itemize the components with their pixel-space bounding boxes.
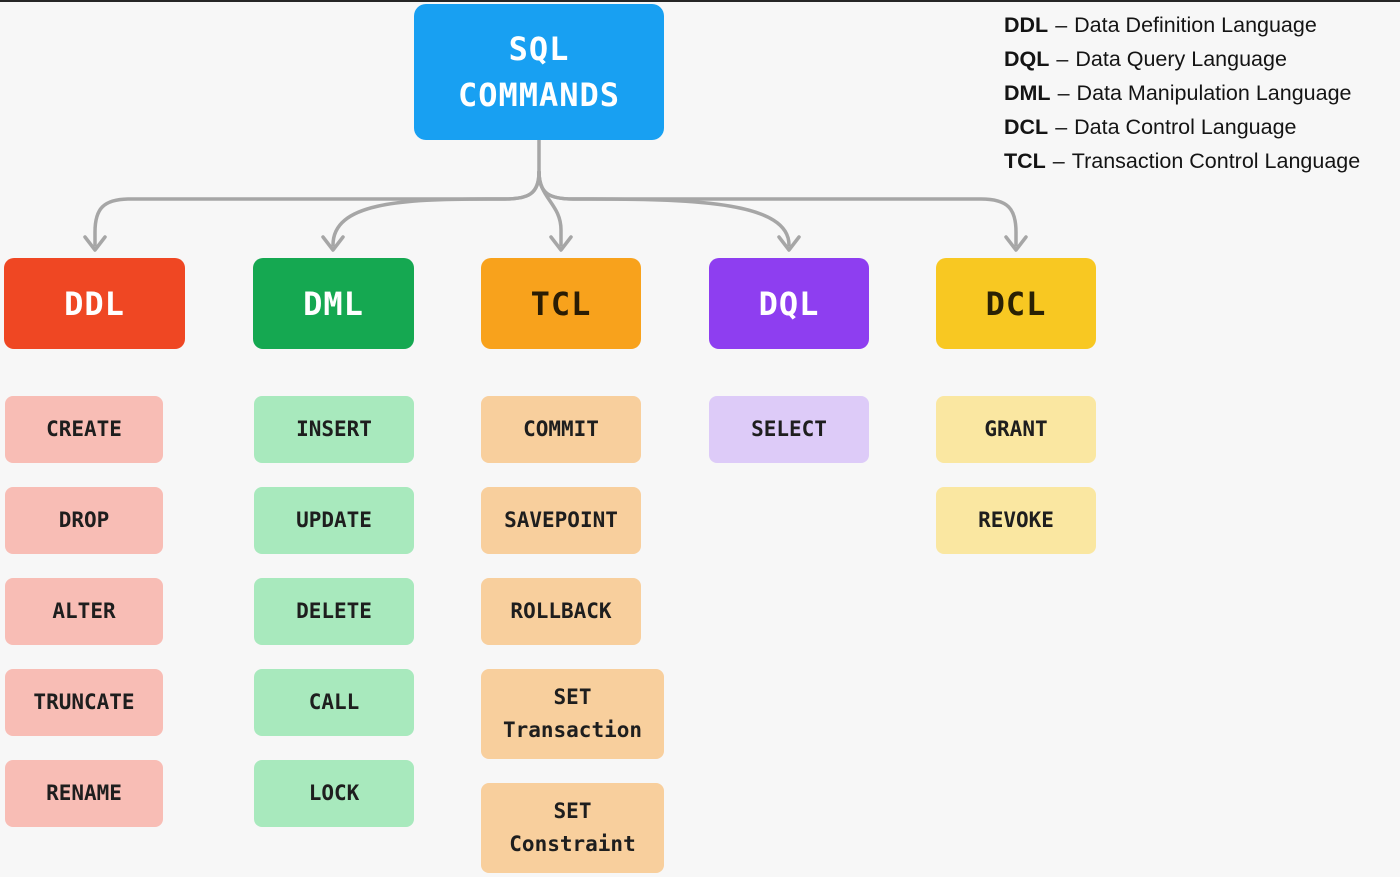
arrowhead-dcl <box>1004 235 1028 252</box>
legend-abbr: TCL <box>1004 149 1046 173</box>
legend-dash: – <box>1056 47 1069 71</box>
legend-abbr: DQL <box>1004 47 1050 71</box>
arrowhead-dql <box>777 235 801 252</box>
root-title-line1: SQL <box>508 30 570 68</box>
legend-abbr: DML <box>1004 81 1051 105</box>
connector-to-dql <box>537 170 791 247</box>
category-node-ddl: DDL <box>4 258 185 349</box>
category-node-dml: DML <box>253 258 414 349</box>
command-node-set-constraint: SET Constraint <box>481 783 664 873</box>
arrowhead-ddl <box>83 235 107 252</box>
connector-to-tcl <box>537 170 563 247</box>
connector-to-dml <box>331 170 541 247</box>
category-node-dcl: DCL <box>936 258 1096 349</box>
command-node-delete: DELETE <box>254 578 414 645</box>
legend-item-tcl: TCL–Transaction Control Language <box>1004 144 1360 178</box>
category-node-dql: DQL <box>709 258 869 349</box>
legend-dash: – <box>1057 81 1070 105</box>
arrowhead-tcl <box>549 235 573 252</box>
command-node-drop: DROP <box>5 487 163 554</box>
root-title-line2: COMMANDS <box>457 76 621 114</box>
legend-dash: – <box>1052 149 1065 173</box>
legend-name: Data Query Language <box>1075 47 1287 71</box>
sql-commands-root-node: SQL COMMANDS <box>414 4 664 140</box>
legend-abbr: DDL <box>1004 13 1049 37</box>
command-node-lock: LOCK <box>254 760 414 827</box>
command-node-grant: GRANT <box>936 396 1096 463</box>
legend-name: Data Manipulation Language <box>1076 81 1352 105</box>
command-node-call: CALL <box>254 669 414 736</box>
command-node-update: UPDATE <box>254 487 414 554</box>
legend-name: Data Definition Language <box>1074 13 1317 37</box>
legend-name: Data Control Language <box>1074 115 1297 139</box>
category-node-tcl: TCL <box>481 258 641 349</box>
command-node-insert: INSERT <box>254 396 414 463</box>
command-node-create: CREATE <box>5 396 163 463</box>
command-node-truncate: TRUNCATE <box>5 669 163 736</box>
legend-item-dcl: DCL–Data Control Language <box>1004 110 1360 144</box>
arrowhead-dml <box>321 235 345 252</box>
connector-to-dcl <box>537 170 1018 247</box>
legend-abbr: DCL <box>1004 115 1049 139</box>
command-node-rollback: ROLLBACK <box>481 578 641 645</box>
legend-name: Transaction Control Language <box>1071 149 1361 173</box>
legend-item-dql: DQL–Data Query Language <box>1004 42 1360 76</box>
command-node-savepoint: SAVEPOINT <box>481 487 641 554</box>
command-node-alter: ALTER <box>5 578 163 645</box>
command-node-select: SELECT <box>709 396 869 463</box>
command-node-rename: RENAME <box>5 760 163 827</box>
legend-dash: – <box>1055 13 1068 37</box>
legend-item-dml: DML–Data Manipulation Language <box>1004 76 1360 110</box>
legend-dash: – <box>1055 115 1068 139</box>
connector-to-ddl <box>93 170 541 247</box>
command-node-set-transaction: SET Transaction <box>481 669 664 759</box>
command-node-commit: COMMIT <box>481 396 641 463</box>
legend-item-ddl: DDL–Data Definition Language <box>1004 8 1360 42</box>
legend: DDL–Data Definition Language DQL–Data Qu… <box>1004 8 1360 178</box>
command-node-revoke: REVOKE <box>936 487 1096 554</box>
